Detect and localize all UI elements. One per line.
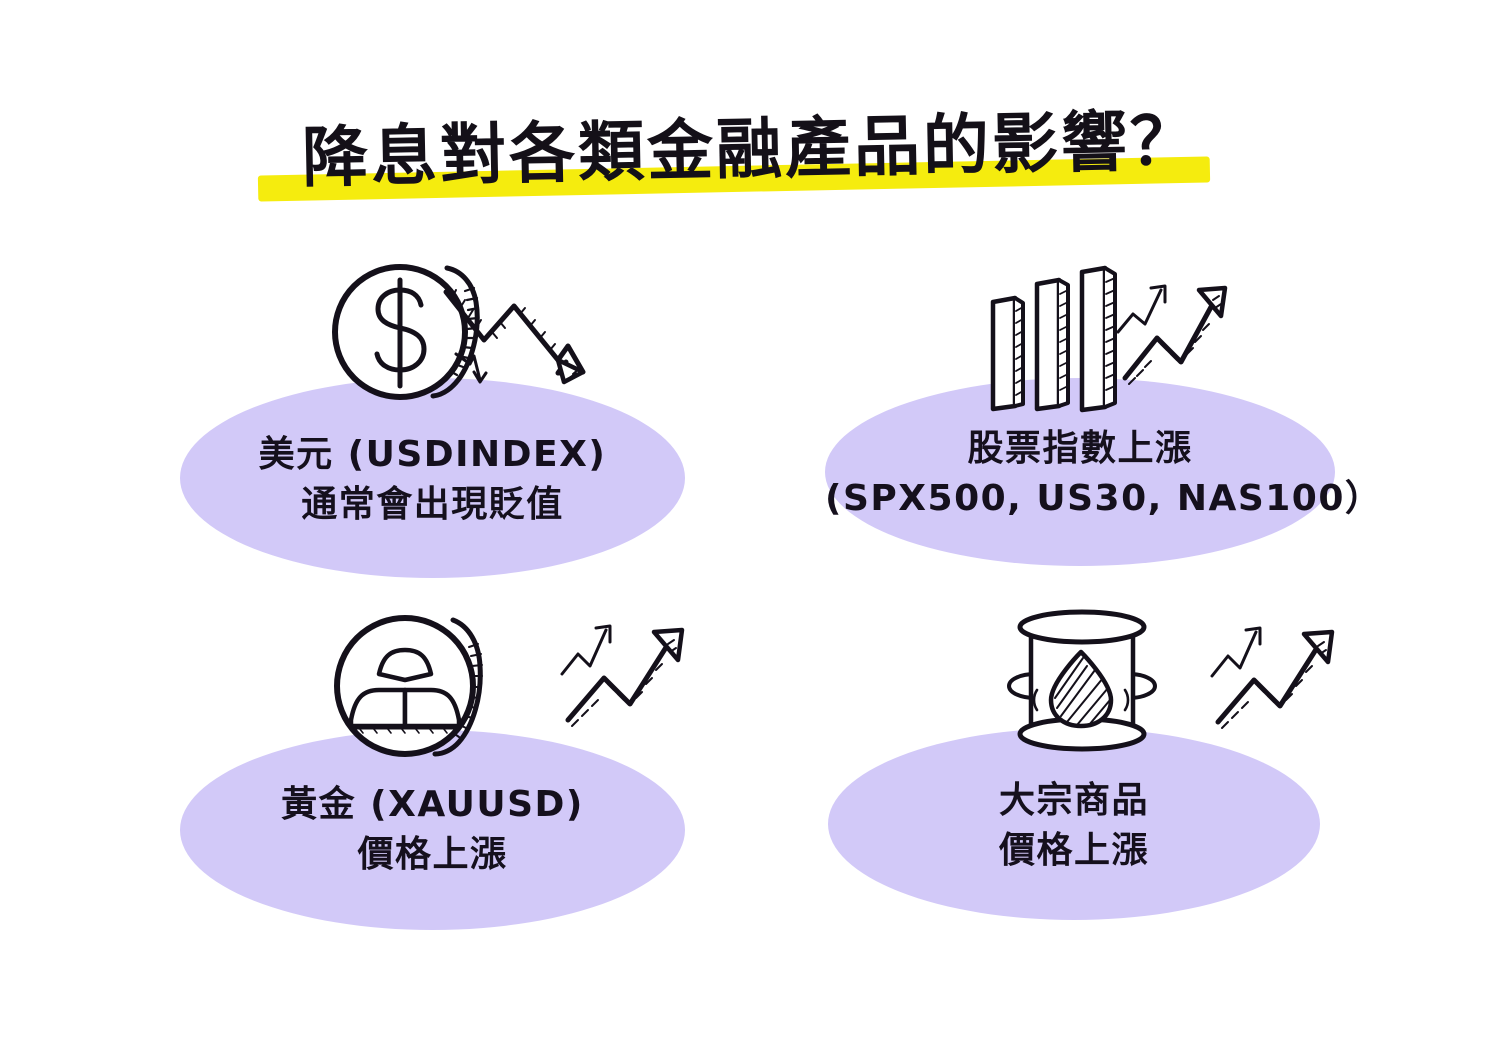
card-stocks-label: 股票指數上漲 (SPX500, US30, NAS100） [825,424,1383,524]
card-commodity-label: 大宗商品 價格上漲 [828,776,1320,876]
page-title: 降息對各類金融產品的影響？ [0,102,1501,214]
page-title-text: 降息對各類金融產品的影響？ [301,102,1200,197]
up-trend-arrow-icon [560,616,745,746]
card-stocks[interactable]: 股票指數上漲 (SPX500, US30, NAS100） [815,258,1383,588]
card-commodity-bubble [828,728,1320,920]
card-gold[interactable]: 黃金 (XAUUSD) 價格上漲 [170,598,700,930]
card-gold-line2: 價格上漲 [357,834,508,875]
card-stocks-line1: 股票指數上漲 [967,428,1193,469]
up-trend-arrow-icon [1210,618,1395,748]
card-usd-bubble [180,378,685,578]
card-usd[interactable]: 美元 (USDINDEX) 通常會出現貶值 [170,258,700,588]
card-commodity-line1: 大宗商品 [998,780,1149,821]
card-gold-line1: 黃金 (XAUUSD) [281,784,584,825]
card-commodity-line2: 價格上漲 [998,830,1149,871]
card-gold-label: 黃金 (XAUUSD) 價格上漲 [180,780,685,880]
card-commodity[interactable]: 大宗商品 價格上漲 [815,598,1345,928]
card-usd-line1: 美元 (USDINDEX) [258,434,607,475]
card-usd-label: 美元 (USDINDEX) 通常會出現貶值 [180,430,685,530]
card-stocks-line2: (SPX500, US30, NAS100） [825,478,1383,519]
card-usd-line2: 通常會出現貶值 [301,484,564,525]
card-gold-bubble [180,730,685,930]
